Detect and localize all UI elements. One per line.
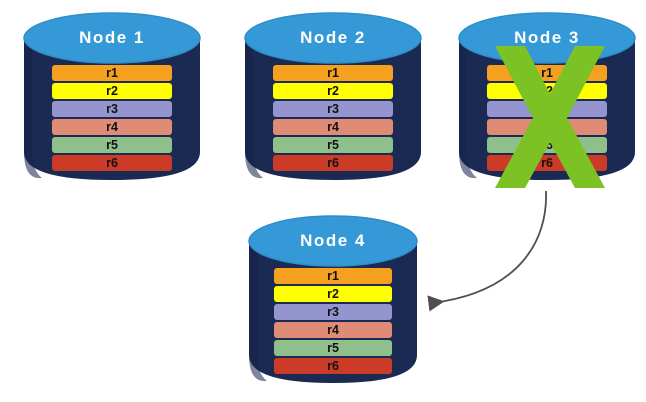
row-bar-node3-r2: r2 <box>487 83 607 99</box>
row-list-node4: r1 r2 r3 r4 r5 r6 <box>247 268 419 376</box>
row-bar-node4-r6: r6 <box>274 358 392 374</box>
row-bar-node4-r2: r2 <box>274 286 392 302</box>
row-bar-node1-r5: r5 <box>52 137 172 153</box>
row-bar-node1-r1: r1 <box>52 65 172 81</box>
row-bar-node1-r3: r3 <box>52 101 172 117</box>
row-bar-node2-r3: r3 <box>273 101 393 117</box>
row-bar-node2-r4: r4 <box>273 119 393 135</box>
row-bar-node1-r6: r6 <box>52 155 172 171</box>
row-bar-node3-r1: r1 <box>487 65 607 81</box>
row-bar-node4-r3: r3 <box>274 304 392 320</box>
row-list-node3: r1 r2 r3 r4 r5 r6 <box>457 65 637 173</box>
row-list-node2: r1 r2 r3 r4 r5 r6 <box>243 65 423 173</box>
row-bar-node2-r2: r2 <box>273 83 393 99</box>
row-bar-node4-r1: r1 <box>274 268 392 284</box>
row-bar-node3-r6: r6 <box>487 155 607 171</box>
row-bar-node2-r1: r1 <box>273 65 393 81</box>
row-bar-node1-r2: r2 <box>52 83 172 99</box>
row-list-node1: r1 r2 r3 r4 r5 r6 <box>22 65 202 173</box>
row-bar-node4-r4: r4 <box>274 322 392 338</box>
row-bar-node3-r3: r3 <box>487 101 607 117</box>
row-bar-node2-r5: r5 <box>273 137 393 153</box>
row-bar-node3-r4: r4 <box>487 119 607 135</box>
row-bar-node2-r6: r6 <box>273 155 393 171</box>
row-bar-node4-r5: r5 <box>274 340 392 356</box>
row-bar-node3-r5: r5 <box>487 137 607 153</box>
row-bar-node1-r4: r4 <box>52 119 172 135</box>
